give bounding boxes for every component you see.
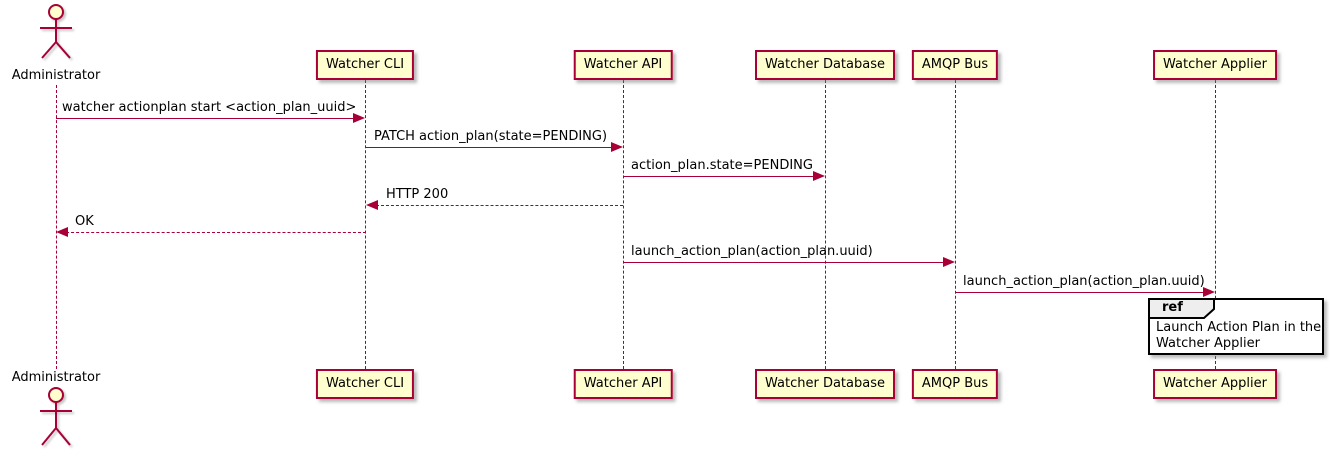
lifeline-watcher-cli [365, 80, 366, 369]
participant-watcher-api-top: Watcher API [573, 50, 673, 80]
arrowhead-right-icon [611, 142, 623, 152]
participant-watcher-cli-bottom: Watcher CLI [315, 369, 415, 399]
lifeline-watcher-applier [1215, 80, 1216, 369]
message-4-label: HTTP 200 [386, 187, 449, 202]
participant-watcher-database-bottom: Watcher Database [755, 369, 895, 399]
actor-administrator-top [34, 3, 78, 61]
message-6-line [623, 262, 946, 263]
ref-text-line-2: Watcher Applier [1156, 336, 1260, 351]
ref-header-tab-icon [1148, 298, 1215, 319]
actor-stick-figure-icon [40, 387, 72, 446]
ref-keyword: ref [1162, 300, 1183, 315]
message-1-line [56, 118, 356, 119]
ref-text-line-1: Launch Action Plan in the [1156, 320, 1322, 335]
lifeline-amqp-bus [955, 80, 956, 369]
message-1-label: watcher actionplan start <action_plan_uu… [62, 100, 357, 115]
participant-watcher-api-bottom: Watcher API [573, 369, 673, 399]
participant-watcher-applier-bottom: Watcher Applier [1153, 369, 1277, 399]
message-2-label: PATCH action_plan(state=PENDING) [374, 129, 608, 144]
message-5-label: OK [75, 214, 94, 229]
lifeline-watcher-database [825, 80, 826, 369]
message-7-line [955, 292, 1206, 293]
message-4-line [376, 205, 623, 206]
participant-amqp-bus-top: AMQP Bus [911, 50, 999, 80]
participant-watcher-applier-top: Watcher Applier [1153, 50, 1277, 80]
arrowhead-right-icon [943, 257, 955, 267]
participant-watcher-cli-top: Watcher CLI [315, 50, 415, 80]
actor-administrator-bottom-label: Administrator [11, 370, 101, 385]
actor-administrator-top-label: Administrator [11, 68, 101, 83]
message-7-label: launch_action_plan(action_plan.uuid) [963, 274, 1205, 289]
arrowhead-left-icon [56, 227, 68, 237]
arrowhead-right-icon [813, 171, 825, 181]
message-2-line [366, 147, 614, 148]
actor-administrator-bottom [34, 386, 78, 448]
lifeline-watcher-api [623, 80, 624, 369]
message-5-line [66, 232, 366, 233]
participant-watcher-database-top: Watcher Database [755, 50, 895, 80]
message-3-line [623, 176, 816, 177]
ref-fragment: ref Launch Action Plan in the Watcher Ap… [1148, 298, 1324, 355]
message-3-label: action_plan.state=PENDING [631, 158, 813, 173]
arrowhead-left-icon [366, 200, 378, 210]
arrowhead-right-icon [1203, 287, 1215, 297]
actor-stick-figure-icon [40, 4, 72, 59]
participant-amqp-bus-bottom: AMQP Bus [911, 369, 999, 399]
message-6-label: launch_action_plan(action_plan.uuid) [631, 244, 873, 259]
arrowhead-right-icon [353, 113, 365, 123]
